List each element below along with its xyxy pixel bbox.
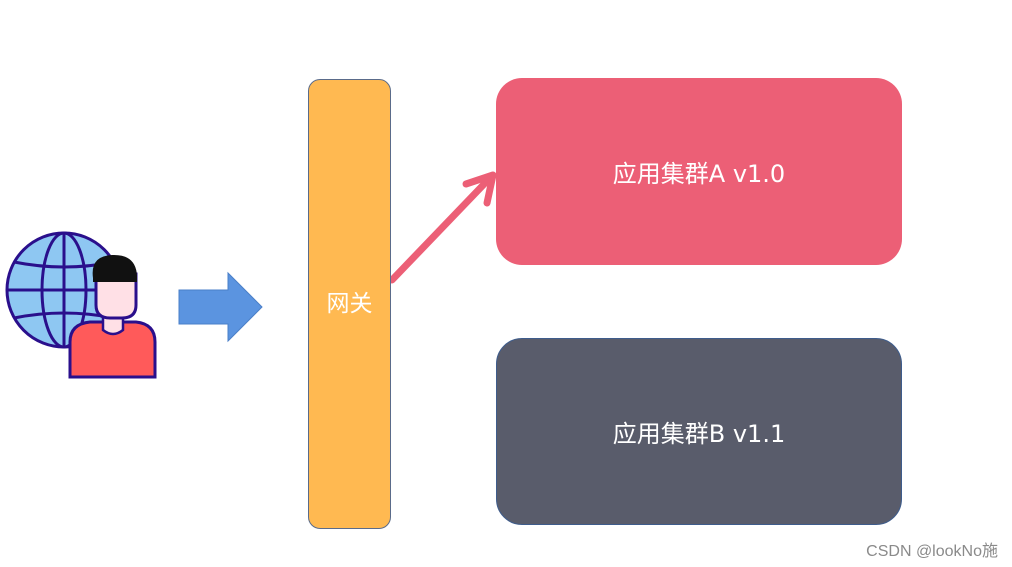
person-icon bbox=[68, 254, 157, 379]
cluster-b-label: 应用集群B v1.1 bbox=[612, 420, 786, 448]
gateway-box bbox=[308, 79, 391, 529]
watermark: CSDN @lookNo施 bbox=[866, 543, 998, 560]
cluster-b-box: 应用集群B v1.1 bbox=[496, 338, 902, 525]
gateway-label: 网关 bbox=[326, 291, 373, 317]
entry-arrow bbox=[178, 271, 263, 343]
cluster-a-label: 应用集群A v1.0 bbox=[612, 160, 786, 188]
cluster-a-box: 应用集群A v1.0 bbox=[496, 78, 902, 265]
user-globe-icon bbox=[5, 231, 157, 379]
route-arrow bbox=[388, 171, 497, 284]
